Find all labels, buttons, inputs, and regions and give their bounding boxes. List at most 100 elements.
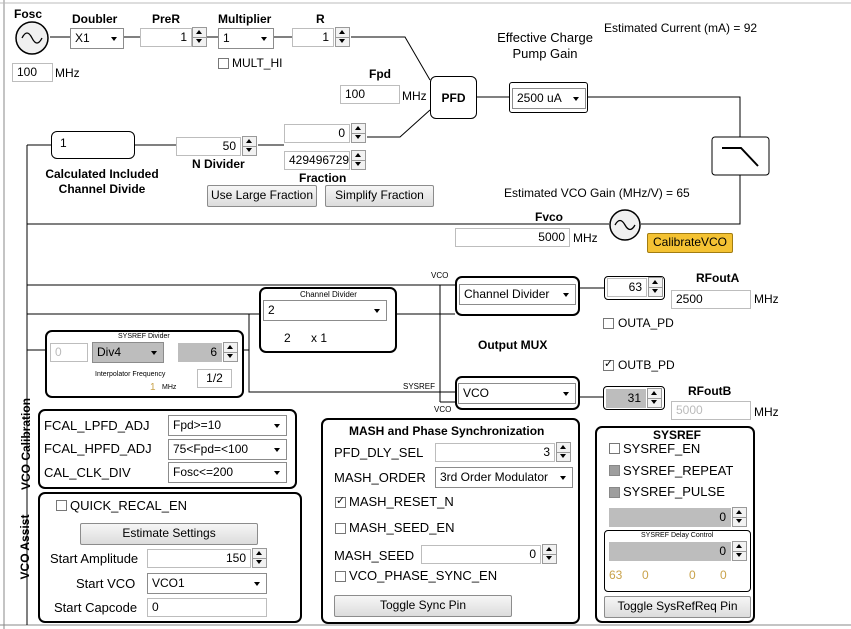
outa-pd-checkbox[interactable]: [603, 318, 614, 329]
pfd-dly-sel-label: PFD_DLY_SEL: [334, 445, 424, 460]
mash-reset-n-label: MASH_RESET_N: [349, 494, 454, 509]
start-capcode-input[interactable]: 0: [147, 598, 267, 617]
start-amplitude-input[interactable]: 150: [147, 549, 251, 568]
output-b-select[interactable]: VCO: [458, 383, 576, 404]
fvco-unit: MHz: [573, 231, 598, 245]
sysref-divider-ratio: 1/2: [197, 369, 232, 388]
estimate-settings-button[interactable]: Estimate Settings: [80, 523, 258, 545]
mash-seed-en-label: MASH_SEED_EN: [349, 520, 455, 535]
sysref-delay-box: [604, 530, 751, 592]
sysref-en-checkbox[interactable]: [609, 443, 620, 454]
vco-phase-sync-en-checkbox[interactable]: [335, 571, 346, 582]
pfd-dly-sel-input[interactable]: 3: [435, 443, 555, 462]
rfouta-power-input[interactable]: 63: [607, 278, 647, 297]
estimated-current: Estimated Current (mA) = 92: [604, 21, 758, 35]
vco-wire-label-b: VCO: [434, 405, 452, 414]
channel-divider-select[interactable]: 2: [263, 300, 387, 321]
fcal-hpfd-adj-label: FCAL_HPFD_ADJ: [44, 441, 152, 456]
rfoutb-power-spinner[interactable]: [647, 388, 662, 408]
sysref-delay-spinner[interactable]: [732, 541, 747, 561]
sysref-delay-title: SYSREF Delay Control: [641, 532, 714, 539]
channel-divider-value-text: 2: [284, 331, 291, 345]
channel-divider-title: Channel Divider: [300, 290, 357, 299]
rfouta-unit: MHz: [754, 292, 779, 306]
sysref-divider-title: SYSREF Divider: [118, 333, 170, 340]
fraction-denominator-spinner[interactable]: [351, 150, 366, 170]
r-label: R: [316, 12, 325, 26]
sysref-divider-select[interactable]: Div4: [92, 342, 164, 363]
fpd-unit: MHz: [402, 89, 427, 103]
prer-label: PreR: [152, 12, 181, 26]
output-a-select[interactable]: Channel Divider: [459, 284, 576, 305]
channel-divider-multiplier-text: x 1: [311, 331, 328, 345]
sysref-repeat-label: SYSREF_REPEAT: [623, 463, 734, 478]
toggle-sync-pin-button[interactable]: Toggle Sync Pin: [334, 595, 512, 617]
start-vco-label: Start VCO: [76, 576, 136, 591]
rfouta-power-spinner[interactable]: [648, 277, 663, 297]
sysref-delay-input[interactable]: 0: [609, 542, 731, 561]
outa-pd-label: OUTA_PD: [618, 316, 674, 330]
pfd-dly-sel-spinner[interactable]: [556, 442, 571, 462]
doubler-select[interactable]: X1: [70, 28, 124, 49]
sysref-value-spinner[interactable]: [732, 507, 747, 527]
interpolator-frequency-unit: MHz: [162, 384, 177, 391]
multiplier-select[interactable]: 1: [218, 28, 274, 49]
rfoutb-power-input[interactable]: 31: [606, 389, 646, 408]
fpd-label: Fpd: [369, 67, 391, 81]
mash-box: [321, 418, 580, 624]
r-input[interactable]: 1: [292, 28, 334, 47]
quick-recal-en-checkbox[interactable]: [56, 500, 67, 511]
interpolator-frequency-label: Interpolator Frequency: [95, 371, 166, 378]
fcal-hpfd-adj-select[interactable]: 75<Fpd=<100: [168, 439, 287, 460]
fosc-label: Fosc: [14, 7, 43, 21]
mash-order-select[interactable]: 3rd Order Modulator: [435, 467, 573, 488]
sysref-delay-num-3: 0: [720, 568, 727, 582]
quick-recal-en-label: QUICK_RECAL_EN: [70, 498, 188, 513]
fraction-numerator-spinner[interactable]: [351, 123, 366, 143]
fosc-input[interactable]: 100: [12, 63, 53, 82]
sysref-pulse-label: SYSREF_PULSE: [623, 484, 725, 499]
cal-clk-div-select[interactable]: Fosc<=200: [168, 462, 287, 483]
fcal-lpfd-adj-label: FCAL_LPFD_ADJ: [44, 418, 150, 433]
sysref-divider-number[interactable]: 6: [178, 343, 222, 362]
sysref-repeat-checkbox[interactable]: [609, 465, 620, 476]
multiplier-label: Multiplier: [218, 12, 272, 26]
sysref-title: SYSREF: [653, 428, 702, 442]
fraction-denominator-input[interactable]: 429496729: [284, 151, 350, 170]
mash-seed-en-checkbox[interactable]: [335, 523, 346, 534]
prer-spinner[interactable]: [192, 27, 207, 47]
n-divider-input[interactable]: 50: [176, 137, 241, 156]
outb-pd-label: OUTB_PD: [618, 358, 675, 372]
toggle-sysrefreq-pin-button[interactable]: Toggle SysRefReq Pin: [604, 596, 751, 618]
fraction-numerator-input[interactable]: 0: [284, 124, 350, 143]
mash-reset-n-checkbox[interactable]: [335, 494, 346, 508]
mash-seed-label: MASH_SEED: [334, 548, 415, 563]
start-vco-select[interactable]: VCO1: [147, 573, 267, 594]
use-large-fraction-button[interactable]: Use Large Fraction: [207, 185, 317, 207]
pfd-block: PFD: [430, 76, 477, 119]
sysref-divider-input[interactable]: 0: [50, 343, 88, 362]
sysref-value-input[interactable]: 0: [609, 508, 731, 527]
sysref-divider-spinner[interactable]: [223, 342, 238, 362]
charge-pump-select[interactable]: 2500 uA: [512, 88, 586, 109]
fvco-label: Fvco: [535, 210, 564, 224]
n-divider-spinner[interactable]: [242, 136, 257, 156]
fcal-lpfd-adj-select[interactable]: Fpd>=10: [168, 415, 287, 436]
vco-calibration-box: [38, 409, 297, 489]
prer-input[interactable]: 1: [140, 28, 192, 47]
fvco-value: 5000: [455, 228, 570, 247]
fosc-unit: MHz: [55, 66, 80, 80]
r-spinner[interactable]: [335, 27, 350, 47]
mash-seed-input[interactable]: 0: [421, 545, 541, 564]
vco-calibration-side-label: VCO Calibration: [19, 398, 33, 491]
calibrate-vco-button[interactable]: CalibrateVCO: [647, 233, 733, 253]
outb-pd-checkbox[interactable]: [603, 357, 614, 371]
vco-gain-text: Estimated VCO Gain (MHz/V) = 65: [504, 186, 690, 200]
mash-seed-spinner[interactable]: [542, 544, 557, 564]
simplify-fraction-button[interactable]: Simplify Fraction: [325, 185, 434, 207]
sysref-box: [595, 426, 755, 623]
mult-hi-checkbox[interactable]: [218, 58, 229, 69]
start-amplitude-spinner[interactable]: [252, 548, 267, 568]
sysref-pulse-checkbox[interactable]: [609, 487, 620, 498]
